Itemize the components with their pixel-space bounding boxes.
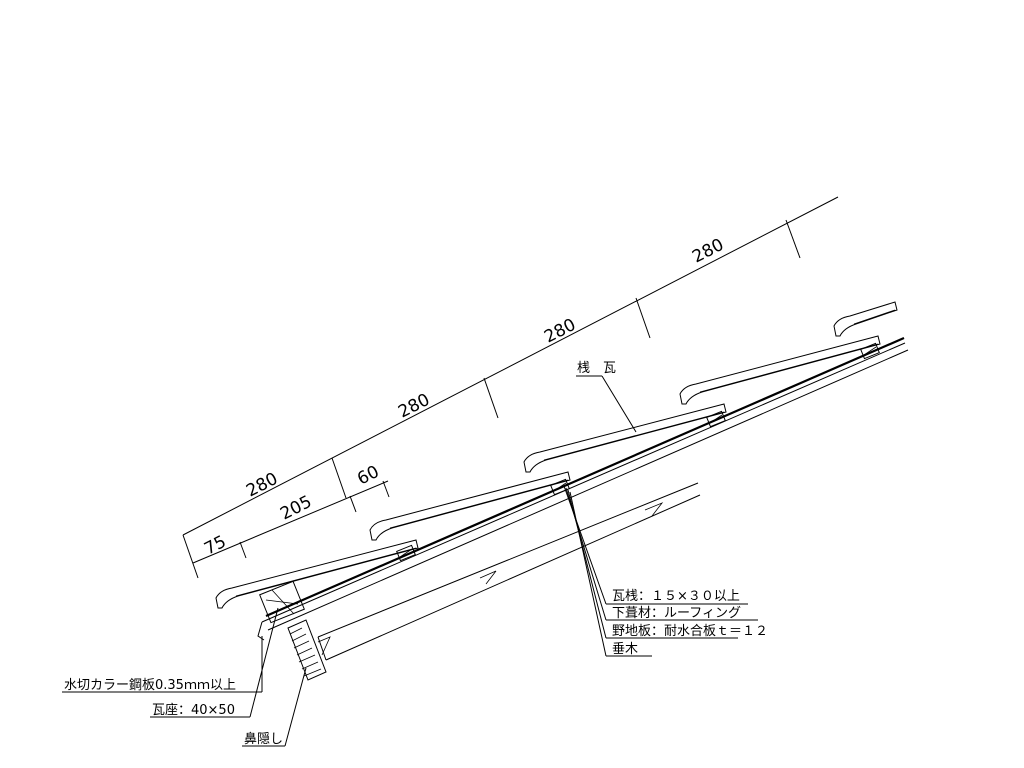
label-kawarasan: 瓦桟：１５×３０以上 <box>612 589 740 604</box>
tile <box>523 403 727 473</box>
label-kawaraza: 瓦座：40×50 <box>152 703 235 718</box>
label-shitabuki: 下葺材：ルーフィング <box>612 606 741 621</box>
dim-280-3: 280 <box>541 315 579 348</box>
dimension-top: 280 280 280 280 <box>182 196 839 579</box>
label-taruki: 垂木 <box>612 642 638 657</box>
label-hanakakushi: 鼻隠し <box>244 731 283 747</box>
dimension-sub: 75 205 60 <box>192 462 390 564</box>
drip-flashing <box>257 621 265 641</box>
label-sangawara: 桟 瓦 <box>577 361 616 376</box>
dim-75: 75 <box>201 532 229 560</box>
labels: 桟 瓦 瓦桟：１５×３０以上 下葺材：ルーフィング 野地板：耐水合板ｔ＝１２ 垂… <box>64 361 768 747</box>
fascia-board <box>287 619 327 681</box>
tile <box>215 539 419 609</box>
dim-280-1: 280 <box>243 469 281 502</box>
tile-seat <box>259 580 305 624</box>
dim-280-2: 280 <box>395 390 433 423</box>
dim-280-4: 280 <box>689 235 727 268</box>
label-mizukiri: 水切カラー鋼板0.35ｍｍ以上 <box>64 678 236 693</box>
tile <box>369 471 571 541</box>
sheathing-and-underlayment <box>261 336 909 631</box>
tile <box>679 335 881 405</box>
roof-tiles <box>215 301 898 609</box>
leader-lines <box>62 375 758 747</box>
label-nojiita: 野地板：耐水合板ｔ＝１２ <box>612 624 768 639</box>
tile <box>833 301 898 337</box>
rafter <box>317 482 701 661</box>
